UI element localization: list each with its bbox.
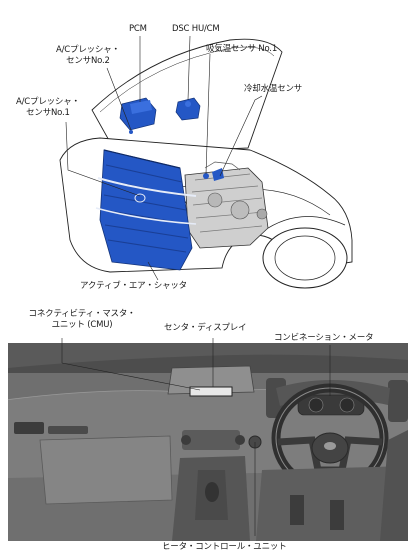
center-display — [167, 365, 255, 397]
label-pcm: PCM — [129, 24, 147, 34]
ac-sensor-2-marker — [129, 130, 133, 134]
heater-knob — [248, 435, 262, 449]
pcm-module — [119, 97, 157, 131]
label-ac-sensor-2: A/Cプレッシャ・ センサNo.2 — [56, 45, 120, 66]
label-coolant-temp: 冷却水温センサ — [244, 84, 303, 94]
intake-temp-marker — [203, 173, 209, 179]
coolant-temp-marker — [212, 168, 224, 181]
engine-bay-illustration — [59, 35, 353, 289]
leader-lines-bottom — [61, 338, 331, 536]
label-ac-sensor-1: A/Cプレッシャ・ センサNo.1 — [16, 97, 80, 118]
label-cmu: コネクティビティ・マスタ・ ユニット (CMU) — [28, 309, 136, 330]
label-dsc: DSC HU/CM — [172, 24, 220, 34]
dsc-module — [175, 97, 201, 121]
steering-wheel — [271, 383, 389, 493]
label-center-display: センタ・ディスプレイ — [164, 323, 247, 333]
combination-meter — [297, 394, 365, 416]
label-heater-control: ヒータ・コントロール・ユニット — [162, 542, 287, 552]
engine-block — [184, 161, 269, 249]
active-air-shutter — [95, 149, 197, 271]
label-intake-temp: 吸気温センサ No.1 — [206, 44, 278, 54]
label-active-shutter: アクティブ・エア・シャッタ — [80, 281, 187, 291]
label-combination-meter: コンビネーション・メータ — [274, 333, 374, 343]
leader-lines-top — [65, 35, 263, 281]
